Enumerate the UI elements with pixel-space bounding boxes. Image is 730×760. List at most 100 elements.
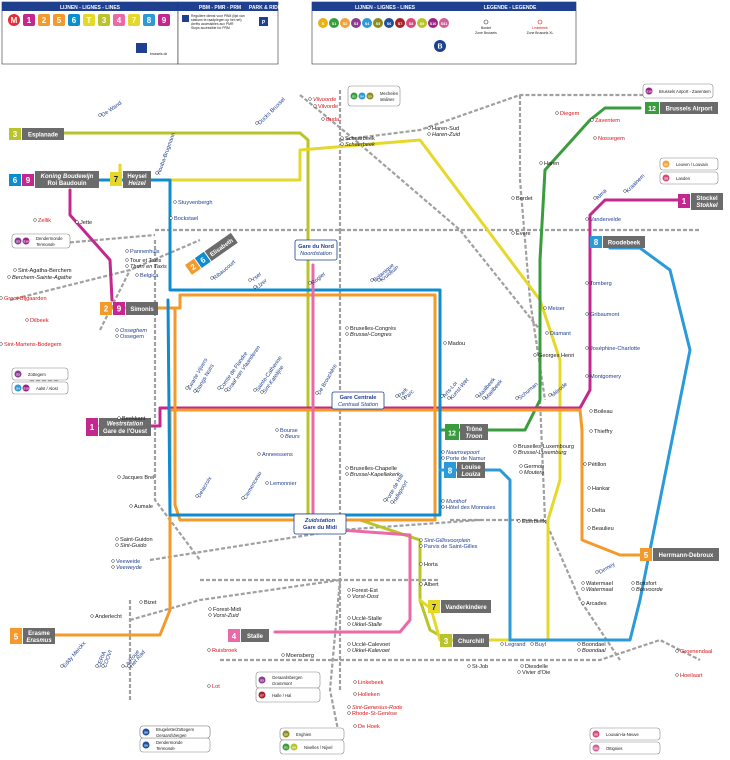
station-veeweyde[interactable]: Veeweyde bbox=[116, 565, 142, 571]
louise-label[interactable] bbox=[457, 462, 485, 478]
station-linkebeek[interactable]: Linkebeek bbox=[358, 680, 384, 686]
station-docks[interactable]: Docks Bruxsel bbox=[257, 97, 287, 127]
station-de-brouckere[interactable]: De Brouckère bbox=[317, 363, 339, 396]
station-beaulieu[interactable]: Beaulieu bbox=[592, 526, 614, 532]
station-houba[interactable]: Houba-Brugmann bbox=[156, 132, 177, 176]
station-legrand[interactable]: Legrand bbox=[505, 642, 526, 648]
station-lot[interactable]: Lot bbox=[212, 684, 220, 690]
churchill-label[interactable] bbox=[453, 634, 489, 647]
station-brux-lux[interactable]: Bruxelles-Luxembourg bbox=[518, 444, 574, 450]
station-tomberg[interactable]: Tomberg bbox=[590, 281, 612, 287]
station-tour-taxis[interactable]: Tour et Taxis bbox=[130, 258, 161, 264]
station-osseghem[interactable]: Osseghem bbox=[120, 328, 147, 334]
gare-du-midi-box[interactable] bbox=[293, 513, 347, 535]
station-kraainem[interactable]: Kraainem bbox=[625, 173, 646, 194]
station-petillon[interactable]: Pétillon bbox=[588, 462, 606, 468]
roi-baudouin-label[interactable] bbox=[35, 171, 99, 188]
station-boitsfort[interactable]: Boitsfort bbox=[636, 581, 657, 587]
station-horta[interactable]: Horta bbox=[424, 562, 439, 568]
station-bosvoorde[interactable]: Bosvoorde bbox=[636, 587, 663, 593]
stockel-label[interactable] bbox=[691, 193, 723, 210]
station-st-job[interactable]: St-Job bbox=[472, 664, 488, 670]
station-hoeilaart[interactable]: Hoeilaart bbox=[680, 673, 703, 679]
gare-ouest-label[interactable] bbox=[99, 418, 151, 436]
station-diegem[interactable]: Diegem bbox=[560, 111, 580, 117]
station-albert[interactable]: Albert bbox=[424, 582, 439, 588]
station-forest-est[interactable]: Forest-Est bbox=[352, 588, 378, 594]
erasme-label[interactable] bbox=[23, 628, 55, 644]
station-eddy-merckx[interactable]: Eddy Merckx bbox=[62, 641, 88, 670]
station-vandervelde[interactable]: Vandervelde bbox=[590, 217, 621, 223]
station-watermael[interactable]: Watermael bbox=[586, 581, 613, 587]
station-schaerbeek[interactable]: Schaarbeek bbox=[345, 136, 375, 142]
station-sint-martens[interactable]: Sint-Martens-Bodegem bbox=[4, 342, 62, 348]
station-zellik[interactable]: Zellik bbox=[38, 218, 51, 224]
station-josephine[interactable]: Joséphine-Charlotte bbox=[590, 346, 640, 352]
station-schuman[interactable]: Schuman bbox=[517, 382, 539, 402]
gare-du-nord-box[interactable] bbox=[294, 239, 338, 261]
station-beurs[interactable]: Beurs bbox=[285, 434, 300, 440]
station-vorst-oost[interactable]: Vorst-Oost bbox=[352, 594, 379, 600]
station-sint-agatha[interactable]: Sint-Agatha-Berchem bbox=[18, 268, 72, 274]
station-zaventem[interactable]: Zaventem bbox=[595, 118, 620, 124]
station-ukkel-kalevoet[interactable]: Ukkel-Kalevoet bbox=[352, 648, 390, 654]
station-bordet[interactable]: Bordet bbox=[516, 196, 533, 202]
station-jette[interactable]: Jette bbox=[80, 220, 92, 226]
station-ruisbroek[interactable]: Ruisbroek bbox=[212, 648, 237, 654]
station-hotel-monnaies[interactable]: Hôtel des Monnaies bbox=[446, 505, 496, 511]
station-jacques-brel[interactable]: Jacques Brel bbox=[122, 475, 154, 481]
station-de-hoek[interactable]: De Hoek bbox=[358, 724, 380, 730]
station-boondael[interactable]: Boondael bbox=[582, 642, 606, 648]
station-naamsepoort[interactable]: Naamsepoort bbox=[446, 450, 480, 456]
station-brux-chapelle[interactable]: Bruxelles-Chapelle bbox=[350, 466, 397, 472]
station-vilvorde-fr[interactable]: Vilvorde bbox=[318, 104, 338, 110]
station-demey[interactable]: Demey bbox=[598, 562, 617, 576]
station-schaerbeek-fr[interactable]: Schaerbeek bbox=[345, 142, 376, 148]
station-thurn-taxis[interactable]: Thurn en Taxis bbox=[130, 264, 167, 270]
station-ceria[interactable]: CERIA bbox=[96, 650, 108, 668]
station-vilvorde[interactable]: Vilvoorde bbox=[313, 97, 336, 103]
station-vivier-oie[interactable]: Vivier d'Oie bbox=[522, 670, 550, 676]
station-ribaucourt[interactable]: Ribaucourt bbox=[212, 259, 237, 281]
station-delacroix[interactable]: Delacroix bbox=[197, 476, 214, 499]
station-veeweide[interactable]: Veeweide bbox=[116, 559, 140, 565]
station-meiser[interactable]: Meiser bbox=[548, 306, 565, 312]
station-haren-sud[interactable]: Haren-Sud bbox=[432, 126, 459, 132]
station-anderlecht[interactable]: Anderlecht bbox=[95, 614, 122, 620]
station-sint-genesius[interactable]: Sint-Genesius-Rode bbox=[352, 705, 402, 711]
station-bockstael[interactable]: Bockstael bbox=[174, 216, 198, 222]
station-brussel-kapel[interactable]: Brussel-Kapellekerk bbox=[350, 472, 401, 478]
station-belgica[interactable]: Belgica bbox=[140, 273, 159, 279]
station-buyl[interactable]: Buyl bbox=[535, 642, 546, 648]
station-moensberg[interactable]: Moensberg bbox=[286, 653, 314, 659]
station-brux-congres[interactable]: Bruxelles-Congrès bbox=[350, 326, 396, 332]
station-buda[interactable]: Buda bbox=[326, 117, 340, 123]
station-de-wand[interactable]: De Wand bbox=[101, 100, 123, 118]
station-gribaumont[interactable]: Gribaumont bbox=[590, 312, 620, 318]
station-stuyvenbergh[interactable]: Stuyvenbergh bbox=[178, 200, 213, 206]
station-berchem[interactable]: Berchem-Sainte-Agathe bbox=[12, 275, 72, 281]
station-porte-namur[interactable]: Porte de Namur bbox=[446, 456, 486, 462]
station-sint-gillis[interactable]: Sint-Gillisvoorplein bbox=[424, 538, 470, 544]
station-bizet[interactable]: Bizet bbox=[144, 600, 157, 606]
station-pannenhuis[interactable]: Pannenhuis bbox=[130, 249, 160, 255]
station-haren-zuid[interactable]: Haren-Zuid bbox=[432, 132, 461, 138]
station-rhode-st-genese[interactable]: Rhode-St-Genèse bbox=[352, 711, 397, 717]
station-montgomery[interactable]: Montgomery bbox=[590, 374, 621, 380]
station-bourse[interactable]: Bourse bbox=[280, 428, 298, 434]
elisabeth-label[interactable] bbox=[204, 232, 238, 262]
station-diesdelle[interactable]: Diesdelle bbox=[525, 664, 548, 670]
station-etterbeek[interactable]: Etterbeek bbox=[522, 519, 546, 525]
station-georges-henri[interactable]: Georges Henri bbox=[538, 353, 574, 359]
station-ukkel-stalle[interactable]: Ukkel-Stalle bbox=[352, 622, 382, 628]
station-coovi[interactable]: COOVI bbox=[102, 649, 114, 668]
trone-label[interactable] bbox=[460, 424, 488, 440]
station-saint-guidon[interactable]: Saint-Guidon bbox=[120, 537, 153, 543]
station-groenendaal[interactable]: Groenendaal bbox=[680, 649, 712, 655]
station-sint-guido[interactable]: Sint-Guido bbox=[120, 543, 146, 549]
station-lemonnier[interactable]: Lemonnier bbox=[270, 481, 297, 487]
station-groot-bijgaarden[interactable]: Groot-Bijgaarden bbox=[4, 296, 47, 302]
station-brussel-lux[interactable]: Brussel-Luxemburg bbox=[518, 450, 567, 456]
station-hankar[interactable]: Hankar bbox=[592, 486, 610, 492]
station-madou[interactable]: Madou bbox=[448, 341, 465, 347]
